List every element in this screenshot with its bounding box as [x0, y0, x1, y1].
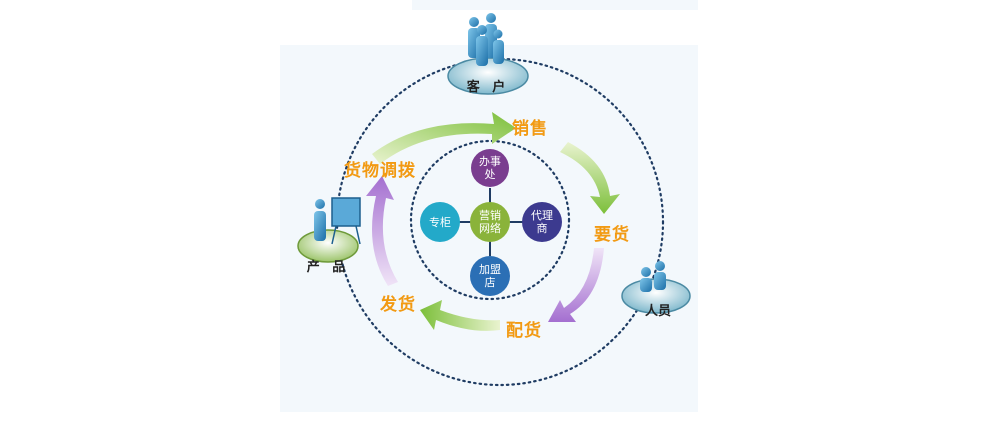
right-node: 代理商 — [522, 202, 562, 242]
top-node: 办事处 — [471, 149, 509, 187]
left-node-text: 专柜 — [429, 215, 451, 229]
left-node-shape — [420, 202, 460, 242]
label-demand: 要货 — [594, 225, 630, 245]
arrow-ship-to-transfer — [366, 176, 398, 286]
hub-node: 营销网络 — [470, 202, 510, 242]
left-node: 专柜 — [420, 202, 460, 242]
staff-icon — [621, 261, 691, 314]
top-node-shape — [471, 149, 509, 187]
bottom-node-text: 加盟店 — [479, 263, 501, 289]
background-panel-top — [412, 0, 698, 10]
bottom-node: 加盟店 — [470, 256, 510, 296]
product-presenter-icon — [297, 197, 361, 263]
top-node-text: 办事处 — [479, 155, 501, 181]
label-ship: 发货 — [380, 295, 416, 315]
customer-label: 客 户 — [466, 80, 510, 95]
arrow-transfer-to-sales — [372, 112, 516, 164]
hub-node-shape — [470, 202, 510, 242]
arrow-demand-to-allocate — [548, 248, 604, 322]
inner-ring — [409, 139, 571, 301]
arrow-allocate-to-ship — [420, 300, 500, 331]
customer-group-icon — [447, 13, 529, 95]
label-sales: 销售 — [512, 119, 548, 139]
right-node-shape — [522, 202, 562, 242]
right-node-text: 代理商 — [531, 209, 553, 235]
hub-node-text: 营销网络 — [479, 209, 501, 235]
staff-label: 人员 — [644, 304, 671, 319]
arrow-sales-to-demand — [560, 142, 620, 214]
label-transfer: 货物调拨 — [344, 161, 416, 181]
bottom-node-shape — [470, 256, 510, 296]
product-label: 产 品 — [306, 260, 350, 275]
label-allocate: 配货 — [506, 321, 542, 341]
